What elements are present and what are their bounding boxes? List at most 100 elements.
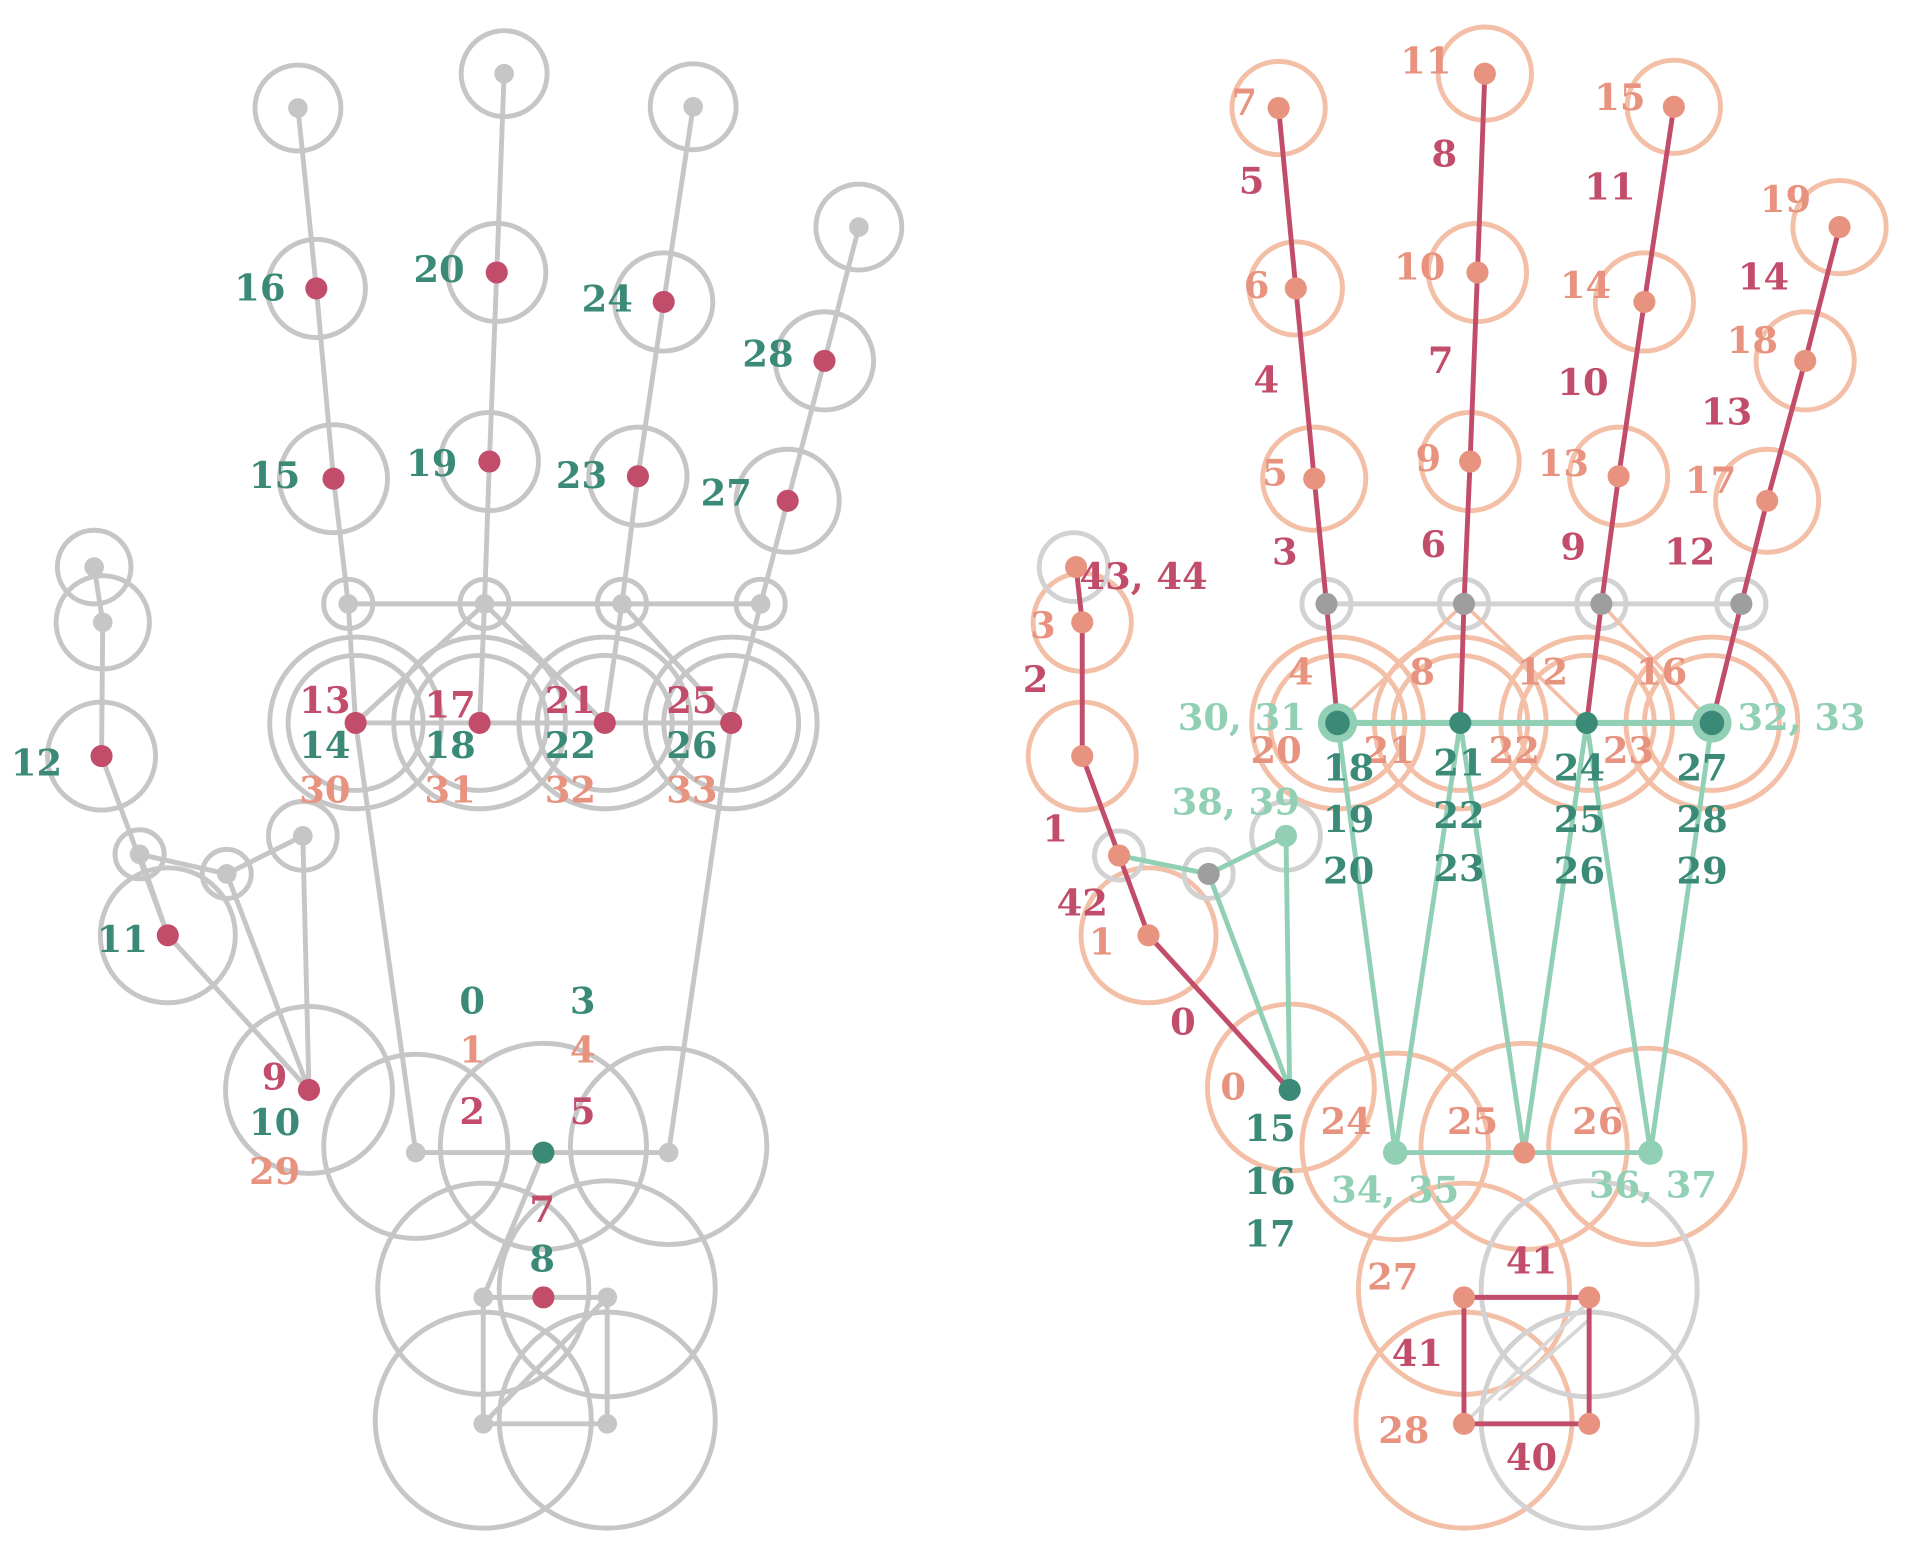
joint-node bbox=[626, 465, 649, 488]
joint-label: 40 bbox=[1506, 1435, 1557, 1479]
joint-label: 9 bbox=[262, 1055, 288, 1099]
joint-label: 10 bbox=[1557, 360, 1608, 404]
joint-node bbox=[405, 1142, 426, 1163]
joint-label: 29 bbox=[249, 1149, 300, 1193]
joint-label: 16 bbox=[1636, 650, 1687, 694]
bone-edge bbox=[1462, 1299, 1592, 1426]
bone-edge bbox=[137, 833, 312, 1093]
joint-label: 23 bbox=[1433, 846, 1484, 890]
joint-label: 23 bbox=[556, 453, 607, 497]
joint-node bbox=[338, 594, 359, 614]
joint-node bbox=[468, 711, 491, 734]
bone-edge bbox=[1335, 602, 1466, 725]
joint-label: 24 bbox=[582, 276, 633, 320]
joint-node bbox=[1108, 844, 1131, 867]
joint-label: 33 bbox=[666, 767, 717, 811]
joint-node bbox=[1267, 96, 1290, 120]
joint-node bbox=[1662, 95, 1685, 118]
joint-ring bbox=[1592, 250, 1696, 354]
joint-node bbox=[344, 711, 367, 734]
joint-node bbox=[1452, 592, 1476, 615]
joint-label: 32 bbox=[545, 767, 596, 811]
joint-label: 6 bbox=[1244, 263, 1270, 307]
joint-label: 25 bbox=[1554, 797, 1605, 841]
bone-edge bbox=[1462, 602, 1589, 725]
joint-node bbox=[597, 1287, 618, 1308]
joint-node bbox=[1449, 711, 1472, 734]
joint-node bbox=[297, 1078, 321, 1101]
joint-node bbox=[1197, 862, 1220, 885]
joint-label: 7 bbox=[1231, 80, 1257, 124]
joint-label: 21 bbox=[1363, 728, 1414, 772]
joint-node bbox=[1473, 62, 1496, 85]
joint-label: 20 bbox=[413, 247, 464, 291]
joint-ring bbox=[1092, 828, 1147, 883]
joint-label: 28 bbox=[1378, 1408, 1429, 1452]
joint-label: 2 bbox=[1023, 657, 1049, 701]
joint-node bbox=[1730, 592, 1753, 615]
joint-ring bbox=[112, 827, 167, 882]
joint-label: 8 bbox=[529, 1236, 555, 1280]
joint-node bbox=[156, 924, 179, 947]
joint-label: 25 bbox=[1447, 1099, 1498, 1143]
joint-label: 17 bbox=[425, 683, 476, 727]
joint-node bbox=[1065, 556, 1088, 579]
joint-label: 15 bbox=[1594, 75, 1645, 119]
joint-label: 4 bbox=[1254, 357, 1280, 401]
joint-label: 12 bbox=[11, 740, 62, 784]
joint-label: 34, 35 bbox=[1331, 1168, 1459, 1212]
joint-label: 17 bbox=[1685, 458, 1736, 502]
joint-label: 18 bbox=[1727, 318, 1778, 362]
joint-node bbox=[1137, 924, 1160, 947]
joint-label: 26 bbox=[1554, 848, 1605, 892]
joint-label: 8 bbox=[1432, 132, 1458, 176]
joint-ring bbox=[1260, 424, 1369, 533]
joint-label: 4 bbox=[1288, 650, 1314, 694]
joint-node bbox=[473, 1413, 494, 1434]
joint-node bbox=[813, 349, 836, 372]
joint-node bbox=[1325, 710, 1350, 736]
joint-node bbox=[1638, 1140, 1663, 1165]
joint-label: 22 bbox=[1489, 728, 1540, 772]
joint-label: 42 bbox=[1057, 880, 1108, 924]
joint-label: 24 bbox=[1554, 745, 1605, 789]
bone-edge bbox=[666, 224, 862, 1155]
joint-label: 5 bbox=[1239, 159, 1265, 203]
joint-label: 32, 33 bbox=[1737, 695, 1865, 739]
joint-node bbox=[597, 1413, 618, 1434]
joint-ring bbox=[1713, 446, 1822, 555]
bone-edge bbox=[1497, 1317, 1592, 1402]
joint-node bbox=[1071, 611, 1094, 634]
joint-node bbox=[1699, 710, 1725, 736]
joint-node bbox=[1756, 489, 1779, 512]
joint-label: 23 bbox=[1603, 728, 1654, 772]
joint-label: 20 bbox=[1251, 728, 1302, 772]
joint-node bbox=[305, 277, 328, 300]
joint-label: 18 bbox=[425, 723, 476, 767]
joint-label: 41 bbox=[1392, 1331, 1443, 1375]
joint-label: 22 bbox=[1433, 793, 1484, 837]
joint-ring bbox=[586, 424, 690, 528]
joint-ring bbox=[1546, 1045, 1748, 1248]
joint-label: 14 bbox=[1560, 263, 1611, 307]
joint-ring bbox=[813, 181, 905, 273]
joint-label: 11 bbox=[1584, 165, 1635, 209]
joint-label: 19 bbox=[406, 441, 457, 485]
joint-label: 26 bbox=[1572, 1099, 1623, 1143]
bone-edge bbox=[480, 1150, 546, 1300]
joint-ring bbox=[277, 422, 390, 536]
joint-ring bbox=[1418, 1040, 1630, 1252]
joint-ring bbox=[1753, 309, 1857, 413]
joint-label: 9 bbox=[1416, 436, 1442, 480]
joint-ring bbox=[1181, 846, 1236, 901]
joint-label: 0 bbox=[1220, 1064, 1246, 1108]
joint-label: 4 bbox=[570, 1028, 596, 1072]
joint-node bbox=[92, 612, 113, 633]
joint-label: 14 bbox=[299, 723, 350, 767]
joint-label: 11 bbox=[1400, 38, 1451, 82]
joint-node bbox=[1513, 1141, 1536, 1164]
joint-node bbox=[1828, 216, 1851, 239]
joint-node bbox=[683, 96, 703, 117]
